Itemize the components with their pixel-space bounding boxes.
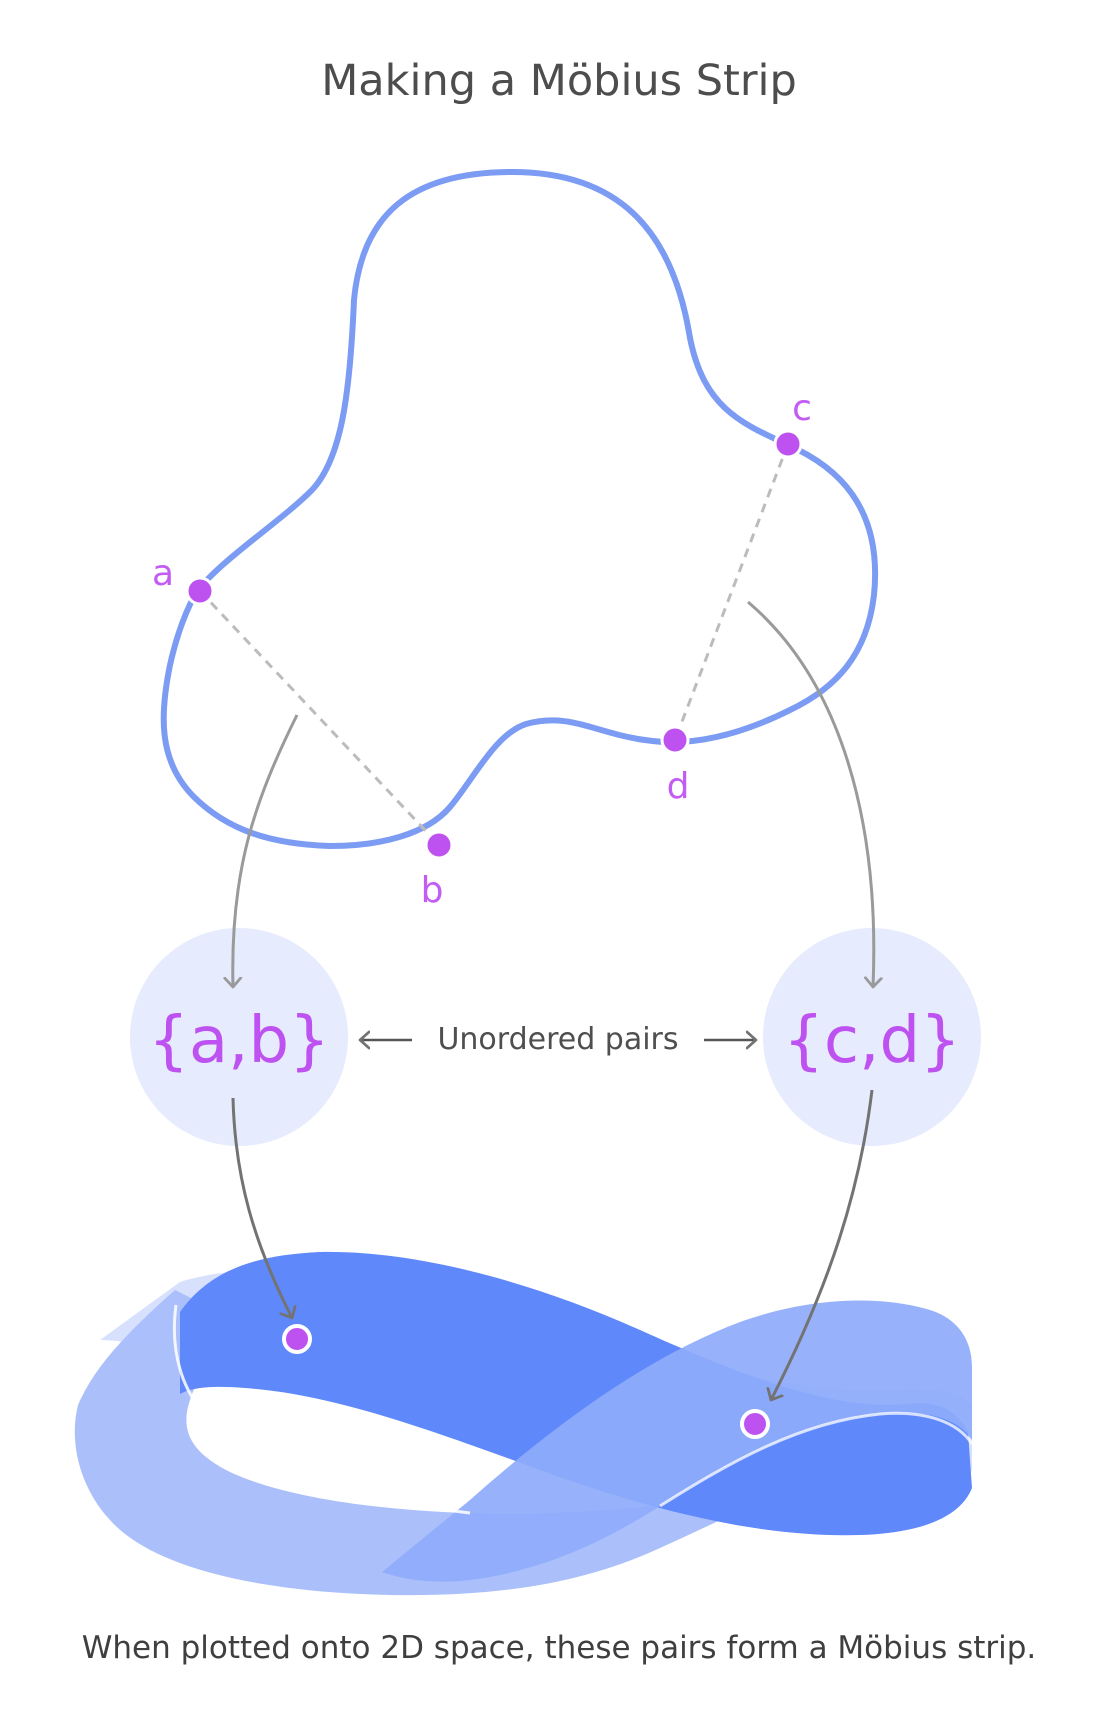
point-label-a: a <box>152 553 174 594</box>
strip-point-cd <box>740 1409 770 1439</box>
mobius-strip-edge-highlight <box>172 1304 471 1515</box>
pair-circle-cd <box>763 928 981 1146</box>
point-b <box>424 830 454 860</box>
arrow-curve-to-cd <box>747 600 874 987</box>
strip-point-ab <box>282 1324 312 1354</box>
point-label-c: c <box>792 388 812 429</box>
point-d <box>660 725 690 755</box>
dashed-line-cd <box>673 443 790 741</box>
pair-circle-ab <box>130 928 348 1146</box>
arrow-cd-to-strip <box>771 1089 874 1400</box>
caption: When plotted onto 2D space, these pairs … <box>82 1630 1037 1666</box>
page-title: Making a Möbius Strip <box>321 56 797 106</box>
point-c <box>773 429 803 459</box>
point-a <box>185 576 215 606</box>
mobius-strip-dark-band <box>180 1251 972 1536</box>
arrow-ab-to-strip <box>231 1097 292 1318</box>
mobius-strip-front-band <box>382 1300 972 1582</box>
arrow-curve-to-ab <box>233 714 299 987</box>
unordered-pairs-label: Unordered pairs <box>437 1022 678 1057</box>
pair-label-ab: {a,b} <box>148 1004 330 1078</box>
point-label-b: b <box>421 870 444 911</box>
closed-curve <box>160 169 879 849</box>
mobius-strip <box>74 1251 974 1596</box>
dashed-line-ab <box>198 589 441 847</box>
point-label-d: d <box>667 766 690 807</box>
mobius-strip-right-edge-highlight <box>659 1411 974 1508</box>
pair-label-cd: {c,d} <box>783 1004 961 1078</box>
